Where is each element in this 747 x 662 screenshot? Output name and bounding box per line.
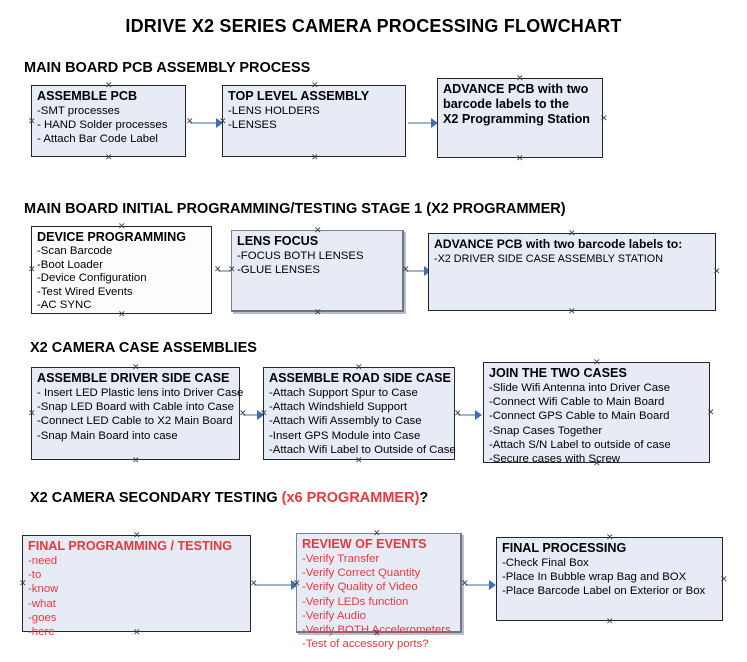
section-heading-pcb-assembly: MAIN BOARD PCB ASSEMBLY PROCESS <box>24 60 311 76</box>
arrow-head-icon <box>489 580 496 590</box>
box-title: FINAL PROGRAMMING / TESTING <box>28 539 233 553</box>
box-line: -LENS HOLDERS <box>228 105 320 117</box>
section-heading-case-assemblies: X2 CAMERA CASE ASSEMBLIES <box>30 340 257 356</box>
box-title: JOIN THE TWO CASES <box>489 366 627 380</box>
box-line: -Slide Wifi Antenna into Driver Case <box>489 382 671 394</box>
box-title: LENS FOCUS <box>237 234 319 248</box>
section-heading-initial-programming: MAIN BOARD INITIAL PROGRAMMING/TESTING S… <box>24 201 566 217</box>
box-title: ASSEMBLE DRIVER SIDE CASE <box>37 371 230 385</box>
section-heading-text: X2 CAMERA SECONDARY TESTING <box>30 490 282 506</box>
box-line: -Attach Wifi Label to Outside of Case <box>269 443 456 456</box>
connector-final-prog-to-review <box>254 584 296 586</box>
box-line: -X2 DRIVER SIDE CASE ASSEMBLY STATION <box>434 253 663 265</box>
box-line: -SMT processes <box>37 105 120 117</box>
box-final-processing[interactable]: FINAL PROCESSING -Check Final Box -Place… <box>496 537 723 621</box>
box-line: barcode labels to the <box>443 97 569 111</box>
box-title: REVIEW OF EVENTS <box>302 537 427 551</box>
box-assemble-pcb[interactable]: ASSEMBLE PCB -SMT processes - HAND Solde… <box>31 85 186 157</box>
box-line: -Verify Correct Quantity <box>302 567 421 580</box>
box-line: - Insert LED Plastic lens into Driver Ca… <box>37 387 244 399</box>
box-assemble-driver-side-case[interactable]: ASSEMBLE DRIVER SIDE CASE - Insert LED P… <box>31 367 244 460</box>
box-line: -Connect GPS Cable to Main Board <box>489 410 670 423</box>
box-line: -Test Wired Events <box>37 285 133 298</box>
box-line: -Secure cases with Screw <box>489 453 621 466</box>
connector-pcb-to-toplevel <box>190 122 222 124</box>
box-line: -Attach Windshield Support <box>269 401 408 414</box>
box-line: -Attach S/N Label to outside of case <box>489 438 671 451</box>
box-line: -Insert GPS Module into Case <box>269 429 421 442</box>
box-line: -AC SYNC <box>37 299 92 312</box>
box-line: -Verify LEDs function <box>302 595 409 608</box>
box-title: ADVANCE PCB with two <box>443 82 589 96</box>
box-advance-pcb-driver-side[interactable]: ADVANCE PCB with two barcode labels to: … <box>428 233 716 311</box>
box-title: ASSEMBLE PCB <box>37 89 138 103</box>
arrow-head-icon <box>216 118 223 128</box>
box-line: -Scan Barcode <box>37 245 113 257</box>
connector-road-to-join <box>458 414 478 416</box>
box-review-of-events[interactable]: REVIEW OF EVENTS -Verify Transfer -Verif… <box>296 533 462 650</box>
connector-lens-to-advance-driver <box>406 270 428 272</box>
box-join-two-cases[interactable]: JOIN THE TWO CASES -Slide Wifi Antenna i… <box>483 362 710 466</box>
box-top-level-assembly[interactable]: TOP LEVEL ASSEMBLY -LENS HOLDERS -LENSES <box>222 85 406 157</box>
box-assemble-road-side-case[interactable]: ASSEMBLE ROAD SIDE CASE -Attach Support … <box>263 367 456 460</box>
box-final-programming-testing[interactable]: FINAL PROGRAMMING / TESTING -need -to -k… <box>22 535 251 638</box>
arrow-head-icon <box>424 266 431 276</box>
box-line: -what <box>28 597 56 610</box>
box-line: -Attach Support Spur to Case <box>269 387 418 399</box>
box-line: -Verify Quality of Video <box>302 581 418 594</box>
arrow-head-icon <box>291 580 298 590</box>
box-line: -Snap Cases Together <box>489 424 603 437</box>
box-line: -Attach Wifi Assembly to Case <box>269 415 422 428</box>
box-line-overflow: -Test of accessory ports? <box>302 638 429 651</box>
box-title: ADVANCE PCB with two barcode labels to: <box>434 237 683 251</box>
section-heading-secondary-testing: X2 CAMERA SECONDARY TESTING (x6 PROGRAMM… <box>30 490 428 506</box>
arrow-head-icon <box>257 410 264 420</box>
box-advance-pcb-programming-station[interactable]: ADVANCE PCB with two barcode labels to t… <box>437 78 603 158</box>
box-line: -Verify Transfer <box>302 553 380 565</box>
box-line: -FOCUS BOTH LENSES <box>237 250 364 262</box>
box-lens-focus[interactable]: LENS FOCUS -FOCUS BOTH LENSES -GLUE LENS… <box>231 230 404 312</box>
box-title: FINAL PROCESSING <box>502 541 627 555</box>
box-line: -Verify Audio <box>302 609 366 622</box>
box-line: -Place In Bubble wrap Bag and BOX <box>502 571 687 584</box>
box-line: - Attach Bar Code Label <box>37 133 158 146</box>
box-line: -GLUE LENSES <box>237 264 320 277</box>
box-line: -Snap LED Board with Cable into Case <box>37 401 234 414</box>
connector-review-to-final-processing <box>465 584 493 586</box>
box-line: -Connect LED Cable to X2 Main Board <box>37 415 233 428</box>
section-heading-accent: (x6 PROGRAMMER) <box>281 490 420 506</box>
box-title: ASSEMBLE ROAD SIDE CASE <box>269 371 451 385</box>
box-line: -Verify BOTH Accelerometers <box>302 624 451 637</box>
arrow-head-icon <box>431 118 438 128</box>
box-line: - HAND Solder processes <box>37 119 168 132</box>
box-title: DEVICE PROGRAMMING <box>37 230 187 244</box>
box-line: -Snap Main Board into case <box>37 429 178 442</box>
arrow-head-icon <box>475 410 482 420</box>
box-line: -Boot Loader <box>37 258 103 271</box>
box-line: -Connect Wifi Cable to Main Board <box>489 396 665 409</box>
box-line: -Device Configuration <box>37 272 147 285</box>
box-line: -here <box>28 626 55 639</box>
box-line: -need <box>28 555 58 567</box>
box-line: -to <box>28 569 42 582</box>
box-title: TOP LEVEL ASSEMBLY <box>228 89 370 103</box>
section-heading-tail: ? <box>419 490 429 506</box>
page-title: IDRIVE X2 SERIES CAMERA PROCESSING FLOWC… <box>125 16 622 36</box>
connector-toplevel-to-advance <box>408 122 434 124</box>
box-line: -Check Final Box <box>502 557 589 569</box>
connector-driver-to-road <box>243 414 261 416</box>
box-line: -know <box>28 583 59 596</box>
box-line: X2 Programming Station <box>443 112 590 126</box>
box-line: -goes <box>28 611 57 624</box>
box-device-programming[interactable]: DEVICE PROGRAMMING -Scan Barcode -Boot L… <box>31 226 212 314</box>
box-line: -Place Barcode Label on Exterior or Box <box>502 585 706 598</box>
box-line: -LENSES <box>228 119 277 132</box>
